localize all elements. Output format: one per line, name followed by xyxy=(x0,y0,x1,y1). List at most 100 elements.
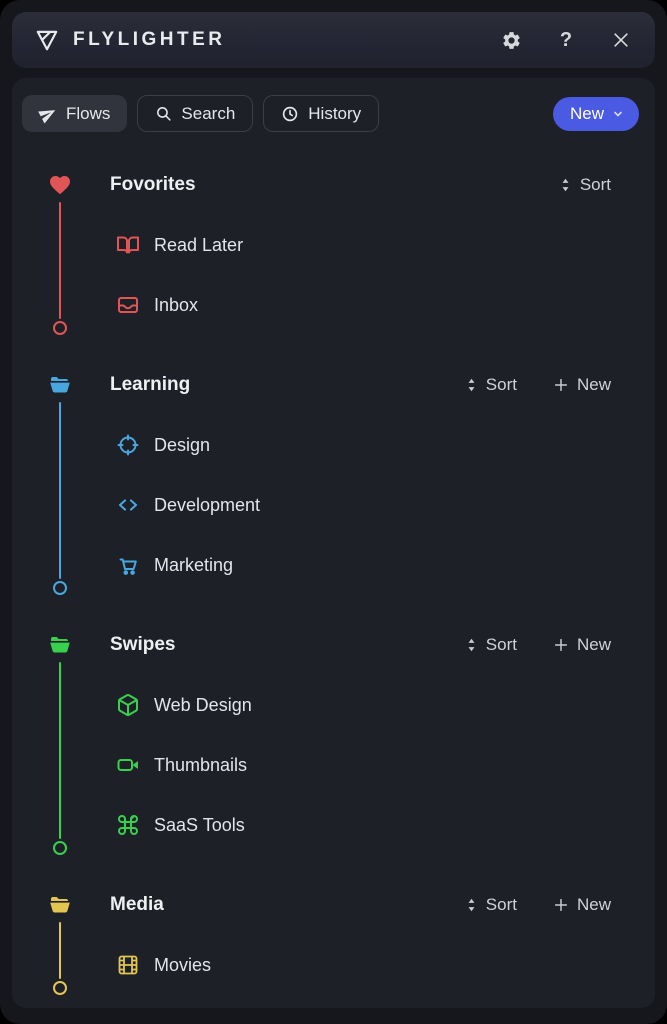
settings-gear-icon xyxy=(501,30,522,51)
collection-item-label: Thumbnails xyxy=(154,754,248,775)
close-icon xyxy=(611,30,631,50)
nav-bar: Flows Search History New xyxy=(22,95,641,132)
tab-search-label: Search xyxy=(181,103,236,123)
tab-history-label: History xyxy=(308,103,362,123)
section-items: Movies xyxy=(12,935,655,995)
section-title: Swipes xyxy=(110,634,176,655)
section-actions: Sort xyxy=(559,175,611,195)
sort-button[interactable]: Sort xyxy=(465,895,517,915)
code-icon xyxy=(116,493,140,517)
close-button[interactable] xyxy=(609,28,633,52)
flow-section: Media Sort New Movies xyxy=(12,875,655,995)
book-open-icon xyxy=(116,233,140,257)
settings-button[interactable] xyxy=(499,28,523,52)
collection-item-label: Read Later xyxy=(154,234,244,255)
plus-icon xyxy=(553,897,569,913)
sort-button[interactable]: Sort xyxy=(465,635,517,655)
section-title: Fovorites xyxy=(110,174,196,195)
sort-button[interactable]: Sort xyxy=(465,375,517,395)
section-line xyxy=(59,202,61,319)
collection-item[interactable]: Thumbnails xyxy=(12,735,655,795)
section-line xyxy=(59,402,61,579)
new-button[interactable]: New xyxy=(552,96,639,131)
sort-label: Sort xyxy=(485,375,517,394)
new-button-label: New xyxy=(569,103,604,123)
collection-item-label: Development xyxy=(154,494,261,515)
app-title: FLYLIGHTER xyxy=(73,29,226,50)
titlebar-actions: ? xyxy=(499,28,633,52)
folder-open-icon xyxy=(48,373,72,397)
section-actions: Sort New xyxy=(465,635,611,655)
film-icon xyxy=(116,953,140,977)
section-endpoint-circle xyxy=(53,321,67,335)
collection-item-label: Design xyxy=(154,434,211,455)
sections: Fovorites Sort Read Later Inbox Learning xyxy=(12,155,655,995)
collection-item-label: Web Design xyxy=(154,694,252,715)
section-items: Design Development Marketing xyxy=(12,415,655,595)
flow-section: Learning Sort New Design Development Mar… xyxy=(12,355,655,595)
section-header-row: Learning Sort New xyxy=(12,355,655,415)
main-panel: Flows Search History New Fovorites xyxy=(12,78,655,1008)
collection-item-label: Inbox xyxy=(154,294,199,315)
sort-arrows-icon xyxy=(465,377,478,393)
collection-item[interactable]: Design xyxy=(12,415,655,475)
cube-icon xyxy=(116,693,140,717)
sort-arrows-icon xyxy=(559,177,572,193)
title-bar: FLYLIGHTER ? xyxy=(12,12,655,68)
help-button[interactable]: ? xyxy=(554,28,578,52)
collection-item-label: SaaS Tools xyxy=(154,814,245,835)
sort-arrows-icon xyxy=(465,637,478,653)
section-actions: Sort New xyxy=(465,895,611,915)
video-camera-icon xyxy=(116,753,140,777)
new-collection-button[interactable]: New xyxy=(553,635,611,655)
sort-button[interactable]: Sort xyxy=(559,175,611,195)
folder-open-icon xyxy=(48,633,72,657)
section-endpoint-circle xyxy=(53,581,67,595)
flow-section: Fovorites Sort Read Later Inbox xyxy=(12,155,655,335)
section-endpoint-circle xyxy=(53,981,67,995)
tab-flows-label: Flows xyxy=(66,103,111,123)
collection-item[interactable]: Inbox xyxy=(12,275,655,335)
collection-item[interactable]: Movies xyxy=(12,935,655,995)
help-icon: ? xyxy=(559,28,573,51)
new-collection-button[interactable]: New xyxy=(553,895,611,915)
new-collection-button[interactable]: New xyxy=(553,375,611,395)
section-header-row: Fovorites Sort xyxy=(12,155,655,215)
new-label: New xyxy=(576,895,611,914)
section-title: Learning xyxy=(110,374,191,395)
inbox-icon xyxy=(116,293,140,317)
collection-item[interactable]: SaaS Tools xyxy=(12,795,655,855)
chevron-down-icon xyxy=(612,108,624,120)
sort-label: Sort xyxy=(485,895,517,914)
search-icon xyxy=(155,105,172,122)
collection-item[interactable]: Marketing xyxy=(12,535,655,595)
section-line xyxy=(59,662,61,839)
tab-search[interactable]: Search xyxy=(137,95,254,132)
collection-item[interactable]: Read Later xyxy=(12,215,655,275)
tab-flows[interactable]: Flows xyxy=(22,95,128,132)
command-icon xyxy=(116,813,140,837)
collection-item[interactable]: Development xyxy=(12,475,655,535)
section-endpoint-circle xyxy=(53,841,67,855)
heart-icon xyxy=(48,173,72,197)
new-label: New xyxy=(576,635,611,654)
plus-icon xyxy=(553,377,569,393)
sort-label: Sort xyxy=(579,175,611,194)
section-items: Web Design Thumbnails SaaS Tools xyxy=(12,675,655,855)
flylighter-logo-icon xyxy=(34,27,60,53)
target-icon xyxy=(116,433,140,457)
flow-section: Swipes Sort New Web Design Thumbnails Sa… xyxy=(12,615,655,855)
section-title: Media xyxy=(110,894,164,915)
section-header-row: Media Sort New xyxy=(12,875,655,935)
section-line xyxy=(59,922,61,979)
history-icon xyxy=(281,105,299,123)
sort-label: Sort xyxy=(485,635,517,654)
section-header-row: Swipes Sort New xyxy=(12,615,655,675)
collection-item[interactable]: Web Design xyxy=(12,675,655,735)
collection-item-label: Marketing xyxy=(154,554,234,575)
new-label: New xyxy=(576,375,611,394)
folder-open-icon xyxy=(48,893,72,917)
tab-history[interactable]: History xyxy=(263,95,380,132)
section-items: Read Later Inbox xyxy=(12,215,655,335)
